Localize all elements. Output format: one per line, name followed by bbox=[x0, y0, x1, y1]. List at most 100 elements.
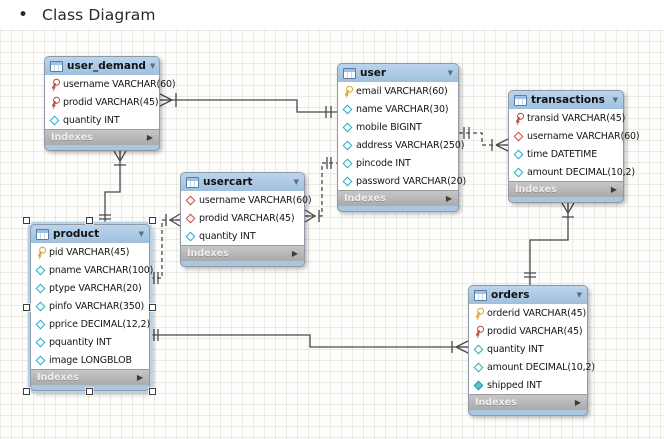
field-text: quantity INT bbox=[63, 114, 120, 126]
indexes-bar[interactable]: Indexes ▶ bbox=[45, 129, 159, 145]
field-text: prodid VARCHAR(45) bbox=[63, 96, 159, 108]
table-header-transactions[interactable]: transactions ▼ bbox=[509, 91, 623, 109]
field-text: username VARCHAR(60) bbox=[199, 194, 312, 206]
field-text: quantity INT bbox=[199, 230, 256, 242]
expand-arrow-icon[interactable]: ▶ bbox=[445, 194, 452, 203]
relationship-usercart-user bbox=[305, 162, 337, 217]
selection-handle[interactable] bbox=[86, 217, 93, 224]
field-row: pprice DECIMAL(12,2) bbox=[31, 315, 150, 333]
expand-arrow-icon[interactable]: ▶ bbox=[146, 133, 153, 142]
selection-handle[interactable] bbox=[149, 217, 156, 224]
collapse-arrow-icon[interactable]: ▼ bbox=[149, 62, 156, 70]
field-text: email VARCHAR(60) bbox=[356, 85, 448, 97]
table-header-user-demand[interactable]: user_demand ▼ bbox=[45, 57, 159, 75]
expand-arrow-icon[interactable]: ▶ bbox=[136, 373, 143, 382]
field-list: pid VARCHAR(45) pname VARCHAR(100) ptype… bbox=[31, 243, 153, 369]
table-icon bbox=[474, 289, 487, 301]
field-row: shipped INT bbox=[469, 376, 587, 394]
table-icon bbox=[36, 228, 49, 240]
table-usercart[interactable]: usercart ▼ username VARCHAR(60) prodid V… bbox=[180, 172, 312, 267]
table-header-product[interactable]: product ▼ bbox=[31, 225, 149, 243]
field-text: name VARCHAR(30) bbox=[356, 103, 449, 115]
indexes-label: Indexes bbox=[344, 193, 386, 204]
table-name: orders bbox=[491, 289, 530, 301]
field-row: image LONGBLOB bbox=[31, 351, 149, 369]
indexes-label: Indexes bbox=[475, 397, 517, 408]
key-icon bbox=[511, 110, 526, 126]
field-text: username VARCHAR(60) bbox=[63, 78, 176, 90]
relationship-usercart-product-marks bbox=[153, 213, 181, 284]
column-icon bbox=[513, 166, 524, 178]
selection-handle[interactable] bbox=[149, 388, 156, 395]
diagram-canvas[interactable]: user_demand ▼ username VARCHAR(60) prodi… bbox=[0, 30, 664, 439]
field-text: prodid VARCHAR(45) bbox=[199, 212, 295, 224]
indexes-bar[interactable]: Indexes ▶ bbox=[469, 394, 587, 410]
key-icon bbox=[47, 94, 62, 110]
field-text: username VARCHAR(60) bbox=[527, 130, 640, 142]
table-header-orders[interactable]: orders ▼ bbox=[469, 286, 587, 304]
table-user[interactable]: user ▼ email VARCHAR(60) name VARCHAR(30… bbox=[337, 63, 466, 212]
collapse-arrow-icon[interactable]: ▼ bbox=[576, 291, 582, 299]
field-row: username VARCHAR(60) bbox=[181, 191, 312, 209]
field-row: name VARCHAR(30) bbox=[338, 100, 458, 118]
field-row: amount DECIMAL(10,2) bbox=[469, 358, 595, 376]
field-text: ptype VARCHAR(20) bbox=[49, 282, 142, 294]
field-row: pquantity INT bbox=[31, 333, 149, 351]
selection-handle[interactable] bbox=[86, 388, 93, 395]
relationship-product-orders bbox=[150, 334, 468, 348]
field-row: username VARCHAR(60) bbox=[509, 127, 640, 145]
collapse-arrow-icon[interactable]: ▼ bbox=[293, 178, 299, 186]
selection-handle[interactable] bbox=[149, 304, 156, 311]
relationship-transactions-orders-marks bbox=[524, 202, 575, 278]
column-icon bbox=[185, 230, 196, 242]
field-row: ptype VARCHAR(20) bbox=[31, 279, 149, 297]
table-name: user bbox=[360, 67, 387, 79]
table-orders[interactable]: orders ▼ orderid VARCHAR(45) prodid VARC… bbox=[468, 285, 595, 416]
table-header-user[interactable]: user ▼ bbox=[338, 64, 458, 82]
table-name: user_demand bbox=[67, 60, 146, 72]
field-list: email VARCHAR(60) name VARCHAR(30) mobil… bbox=[338, 82, 466, 190]
column-icon bbox=[473, 343, 484, 355]
table-name: product bbox=[53, 228, 100, 240]
column-icon bbox=[342, 121, 353, 133]
column-icon bbox=[35, 300, 46, 312]
expand-arrow-icon[interactable]: ▶ bbox=[610, 185, 617, 194]
field-list: username VARCHAR(60) prodid VARCHAR(45) … bbox=[181, 191, 312, 245]
field-row: transid VARCHAR(45) bbox=[509, 109, 626, 127]
column-icon bbox=[473, 379, 484, 391]
table-icon bbox=[186, 176, 199, 188]
selection-handle[interactable] bbox=[23, 304, 30, 311]
collapse-arrow-icon[interactable]: ▼ bbox=[447, 69, 453, 77]
table-name: usercart bbox=[203, 176, 253, 188]
table-header-usercart[interactable]: usercart ▼ bbox=[181, 173, 304, 191]
indexes-bar[interactable]: Indexes ▶ bbox=[181, 245, 304, 261]
indexes-bar[interactable]: Indexes ▶ bbox=[31, 369, 149, 385]
field-row: prodid VARCHAR(45) bbox=[469, 322, 587, 340]
field-row: quantity INT bbox=[45, 111, 159, 129]
key-icon bbox=[471, 305, 486, 321]
field-row: pincode INT bbox=[338, 154, 458, 172]
table-product[interactable]: product ▼ pid VARCHAR(45) pname VARCHAR(… bbox=[30, 224, 153, 391]
field-text: time DATETIME bbox=[527, 148, 598, 160]
field-text: mobile BIGINT bbox=[356, 121, 422, 133]
table-transactions[interactable]: transactions ▼ transid VARCHAR(45) usern… bbox=[508, 90, 640, 203]
column-icon bbox=[342, 103, 353, 115]
expand-arrow-icon[interactable]: ▶ bbox=[291, 249, 298, 258]
field-text: transid VARCHAR(45) bbox=[527, 112, 626, 124]
foreign-key-icon bbox=[513, 130, 524, 142]
relationship-user-transactions-marks bbox=[463, 127, 509, 152]
column-icon bbox=[342, 139, 353, 151]
field-text: pname VARCHAR(100) bbox=[49, 264, 154, 276]
page-title: Class Diagram bbox=[42, 6, 156, 24]
expand-arrow-icon[interactable]: ▶ bbox=[574, 398, 581, 407]
indexes-bar[interactable]: Indexes ▶ bbox=[509, 181, 623, 197]
selection-handle[interactable] bbox=[23, 388, 30, 395]
indexes-bar[interactable]: Indexes ▶ bbox=[338, 190, 458, 206]
selection-handle[interactable] bbox=[23, 217, 30, 224]
collapse-arrow-icon[interactable]: ▼ bbox=[138, 230, 144, 238]
collapse-arrow-icon[interactable]: ▼ bbox=[612, 96, 618, 104]
field-row: username VARCHAR(60) bbox=[45, 75, 176, 93]
field-row: address VARCHAR(250) bbox=[338, 136, 464, 154]
table-user-demand[interactable]: user_demand ▼ username VARCHAR(60) prodi… bbox=[44, 56, 176, 151]
field-text: shipped INT bbox=[487, 379, 542, 391]
